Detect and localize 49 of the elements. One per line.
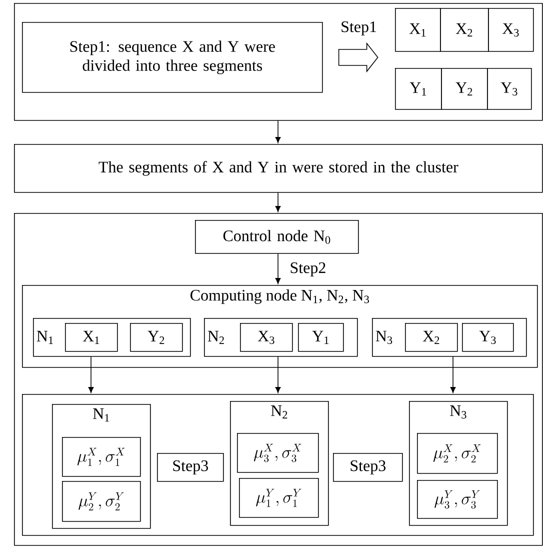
group-box bbox=[409, 401, 508, 526]
group-heading: N$_{3}$ bbox=[376, 330, 392, 344]
group-box bbox=[22, 285, 538, 368]
cell-box: X$_{1}$ bbox=[395, 8, 441, 52]
group-box bbox=[204, 318, 358, 357]
group-heading: N$_{2}$ bbox=[208, 330, 224, 344]
arrow bbox=[275, 253, 281, 284]
arrow bbox=[450, 356, 456, 393]
cell-box: Step3 bbox=[157, 453, 224, 482]
block-arrow bbox=[338, 42, 378, 73]
cell-box: X$_{2}$ bbox=[405, 323, 458, 352]
panel-box bbox=[14, 213, 543, 546]
cell-box: Y$_{1}$ bbox=[298, 323, 344, 352]
edge-label: Step2 bbox=[290, 262, 326, 276]
cell-box: X$_{3}$ bbox=[240, 323, 293, 352]
cell-box: Y$_{3}$ bbox=[462, 323, 514, 352]
group-heading: N$_{2}$ bbox=[271, 405, 288, 418]
group-box bbox=[372, 318, 527, 357]
group-box bbox=[52, 404, 151, 529]
formula-box: $\mu_1^X, \sigma_1^X$ bbox=[62, 437, 141, 477]
arrow bbox=[275, 356, 281, 393]
cell-box: Y$_{2}$ bbox=[130, 323, 183, 352]
cell-box: X$_{2}$ bbox=[440, 8, 489, 52]
group-heading: N$_{1}$ bbox=[93, 408, 110, 422]
group-heading: N$_{3}$ bbox=[450, 405, 466, 419]
edge-label: Step1 bbox=[342, 21, 376, 36]
cell-box: Y$_{3}$ bbox=[487, 68, 532, 110]
cell-box: Y$_{2}$ bbox=[441, 68, 488, 110]
formula-box: $\mu_3^Y, \sigma_3^Y$ bbox=[417, 480, 498, 519]
cell-box: Step3 bbox=[333, 453, 403, 482]
group-heading: N$_{1}$ bbox=[36, 330, 53, 344]
formula-box: $\mu_3^X, \sigma_3^X$ bbox=[237, 433, 319, 473]
arrow bbox=[275, 120, 281, 143]
panel-box bbox=[22, 394, 534, 536]
group-heading: Computing node N$_{1}$, N$_{2}$, N$_{3}$ bbox=[190, 289, 369, 304]
formula-box: $\mu_1^Y, \sigma_1^Y$ bbox=[239, 478, 319, 518]
arrow bbox=[275, 192, 281, 212]
cell-box: Y$_{1}$ bbox=[395, 68, 442, 110]
panel-box bbox=[14, 3, 543, 121]
group-box bbox=[230, 401, 329, 526]
cell-box: X$_{3}$ bbox=[488, 8, 534, 52]
cell-box: X$_{1}$ bbox=[65, 323, 118, 352]
group-box bbox=[33, 318, 191, 357]
formula-box: $\mu_2^X, \sigma_2^X$ bbox=[417, 433, 498, 474]
text-box: Step1: sequence X and Y were divided into three segments bbox=[22, 22, 323, 93]
formula-box: $\mu_2^Y, \sigma_2^Y$ bbox=[62, 481, 141, 522]
text-box: The segments of X and Y in were stored in the cluster bbox=[14, 144, 543, 193]
arrow bbox=[88, 356, 94, 393]
text-box: Control node N$_{0}$ bbox=[195, 220, 359, 254]
